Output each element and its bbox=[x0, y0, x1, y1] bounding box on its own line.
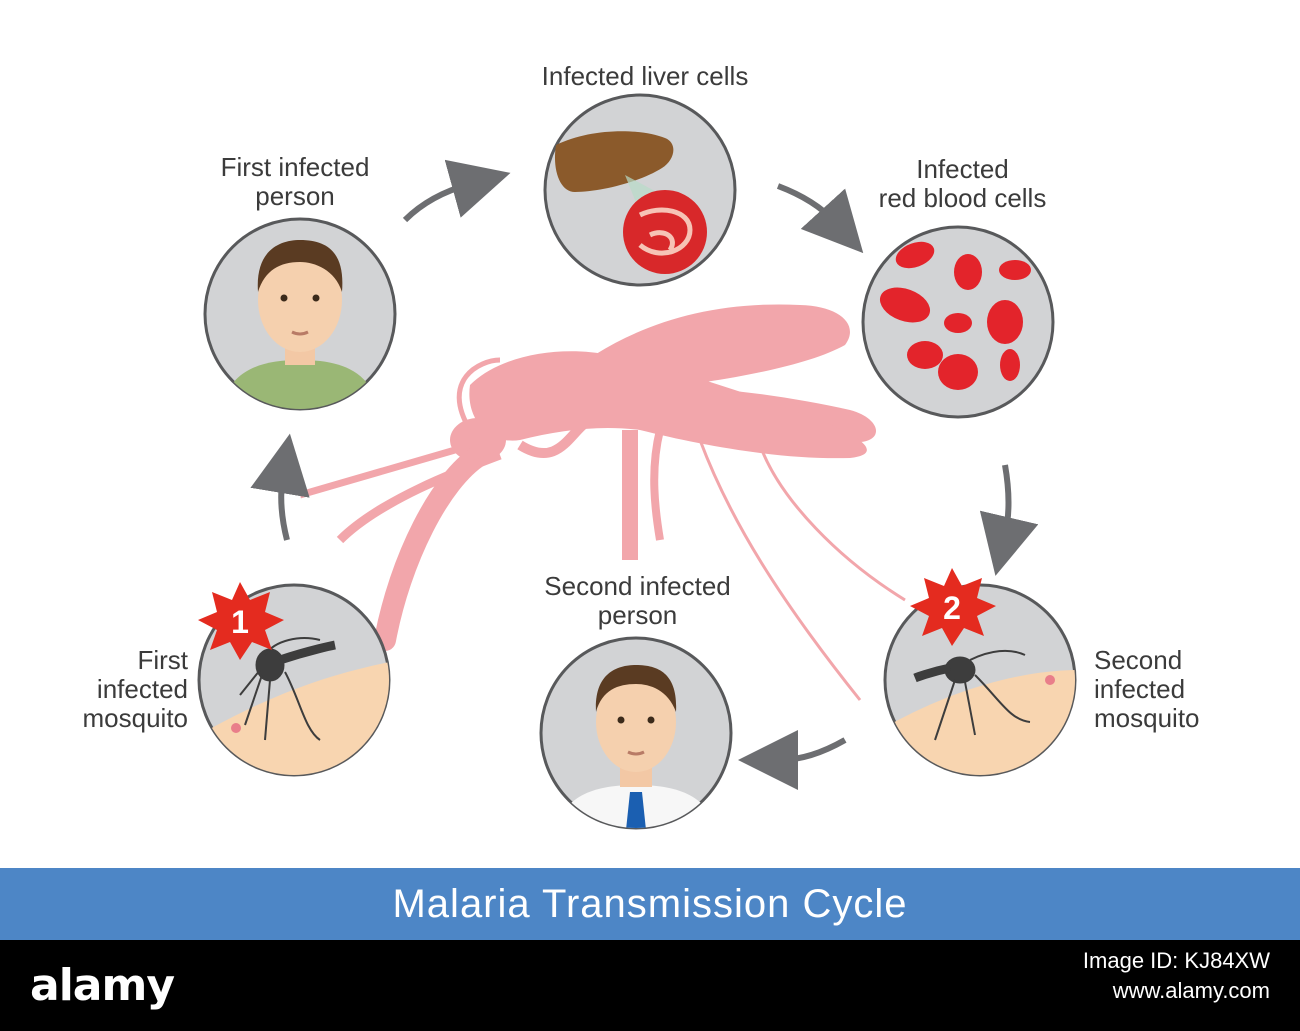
title-banner: Malaria Transmission Cycle bbox=[0, 868, 1300, 940]
svg-text:2: 2 bbox=[943, 590, 961, 626]
image-id-label: Image ID: KJ84XW bbox=[1082, 948, 1270, 973]
site-link[interactable]: www.alamy.com bbox=[1112, 978, 1270, 1003]
arrow-rbc-to-mosquito2 bbox=[979, 464, 1039, 576]
red-blood-cells-circle bbox=[861, 225, 1055, 419]
first-mosquito-circle: 1 bbox=[197, 582, 391, 777]
arrow-mosquito2-to-person2 bbox=[738, 729, 847, 790]
arrow-liver-to-rbc bbox=[776, 183, 864, 254]
label-infected-liver-cells: Infected liver cells bbox=[541, 61, 749, 91]
label-second-infected-mosquito: Second infected mosquito bbox=[1094, 645, 1200, 733]
liver-cells-circle bbox=[543, 93, 737, 287]
svg-text:1: 1 bbox=[231, 604, 249, 640]
badge-2-icon: 2 bbox=[910, 568, 996, 646]
first-person-circle bbox=[203, 217, 397, 411]
cycle-arrows bbox=[250, 159, 1039, 790]
liver-icon bbox=[554, 131, 674, 192]
badge-1-icon: 1 bbox=[198, 582, 284, 660]
diagram-graphics: 1 2 bbox=[197, 93, 1077, 830]
diagram-canvas: 1 2 Infected liver cells Infected red bl… bbox=[82, 61, 1200, 830]
brand-logo: alamy bbox=[30, 960, 175, 1011]
diagram-title: Malaria Transmission Cycle bbox=[392, 882, 908, 926]
mosquito-silhouette-icon bbox=[299, 304, 906, 701]
label-first-infected-person: First infected person bbox=[220, 152, 370, 211]
arrow-person-to-liver bbox=[402, 159, 511, 223]
second-person-circle bbox=[539, 636, 733, 830]
image-id-block: Image ID: KJ84XW www.alamy.com bbox=[1083, 946, 1270, 1006]
footer-bar: alamy Image ID: KJ84XW www.alamy.com bbox=[0, 940, 1300, 1031]
label-second-infected-person: Second infected person bbox=[544, 571, 731, 630]
label-first-infected-mosquito: First infected mosquito bbox=[82, 645, 189, 733]
arrow-mosquito1-to-person1 bbox=[250, 433, 310, 541]
second-mosquito-circle: 2 bbox=[883, 568, 1077, 777]
label-infected-red-blood-cells: Infected red blood cells bbox=[878, 154, 1047, 213]
